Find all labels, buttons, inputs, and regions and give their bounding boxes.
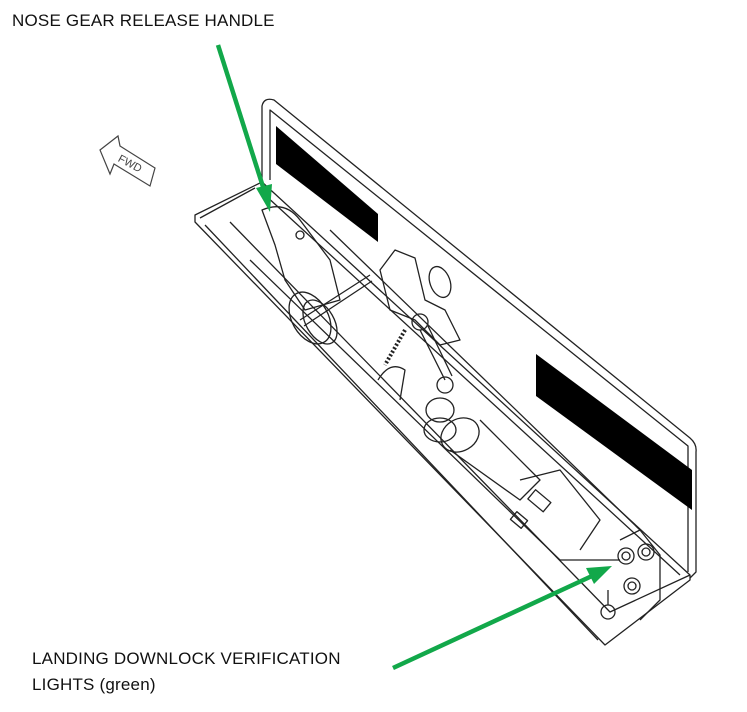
callout-label-line-2: LIGHTS (green) bbox=[32, 675, 156, 694]
callout-label-line-1: LANDING DOWNLOCK VERIFICATION bbox=[32, 649, 341, 668]
callout-label-downlock-lights: LANDING DOWNLOCK VERIFICATION LIGHTS (gr… bbox=[32, 646, 341, 698]
callout-arrow-nose-gear bbox=[215, 44, 272, 212]
forward-arrow-icon: FWD bbox=[99, 134, 156, 187]
panel-drawing bbox=[194, 98, 697, 646]
placard-upper bbox=[276, 126, 378, 242]
callout-arrow-downlock-lights bbox=[392, 566, 612, 671]
placard-lower bbox=[536, 354, 692, 510]
callout-label-nose-gear-release-handle: NOSE GEAR RELEASE HANDLE bbox=[12, 11, 275, 30]
